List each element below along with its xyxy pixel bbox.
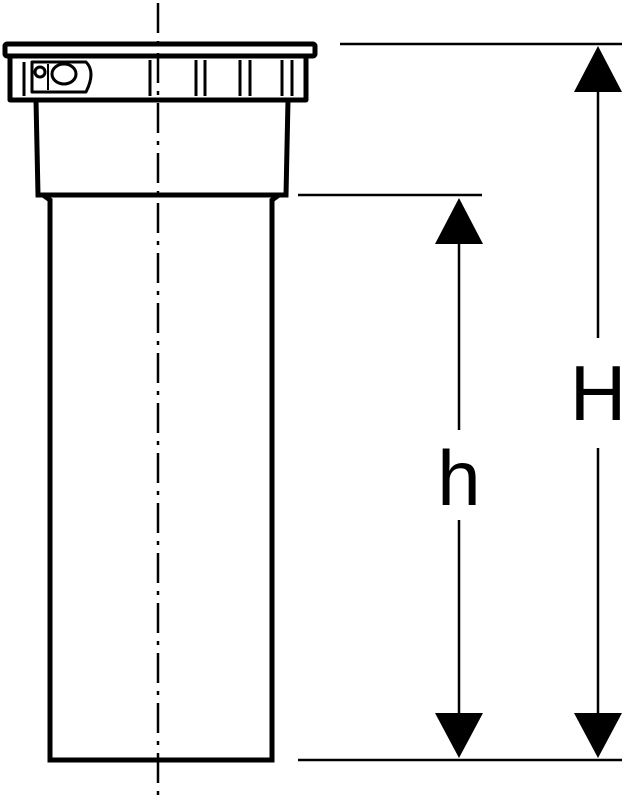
clamp-latch bbox=[30, 60, 93, 94]
dimension-H-arrow-top bbox=[574, 46, 622, 92]
clamp-ring bbox=[2, 41, 318, 103]
pipe-socket bbox=[33, 99, 291, 198]
dimension-h-arrow-top bbox=[435, 198, 483, 244]
dimension-h-arrow-bottom bbox=[435, 713, 483, 758]
pipe-body bbox=[41, 192, 281, 763]
dimension-h: h bbox=[435, 198, 483, 758]
socket-outline bbox=[33, 99, 291, 198]
dimension-h-label: h bbox=[437, 434, 480, 522]
clamp-screw-head bbox=[50, 62, 78, 86]
clamp-screw-dot bbox=[33, 65, 47, 79]
pipe-body-outline bbox=[41, 192, 281, 763]
dimension-H-arrow-bottom bbox=[574, 713, 622, 758]
dimension-H: H bbox=[570, 46, 626, 758]
dimension-H-label: H bbox=[570, 349, 626, 437]
extension-lines bbox=[298, 42, 622, 762]
